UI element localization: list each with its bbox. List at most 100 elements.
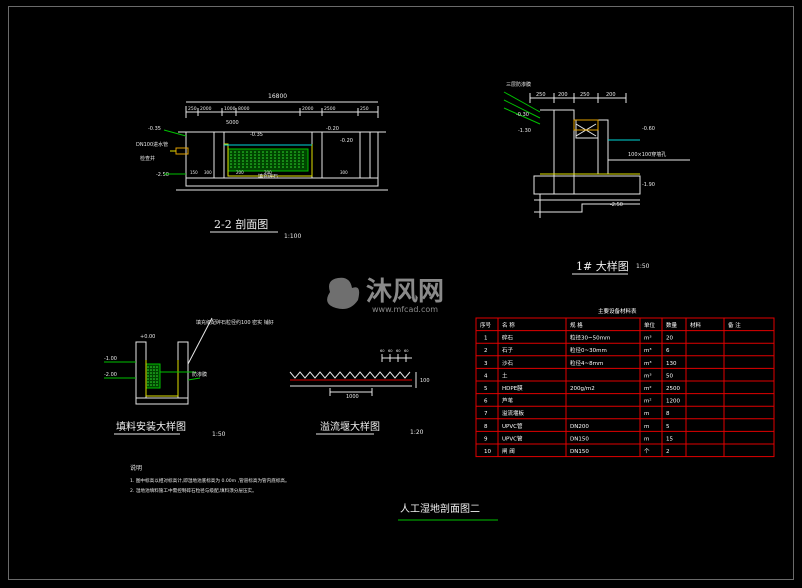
table-cell: 2 — [666, 449, 670, 455]
drawing-frame — [8, 6, 794, 580]
table-cell: UPVC管 — [502, 434, 523, 442]
table-caption: 主要设备材料表 — [598, 307, 637, 315]
section22-level-5: -2.50 — [156, 172, 169, 178]
section22-level-2: -0.35 — [250, 132, 263, 138]
table-cell: 8 — [666, 411, 670, 417]
table-header-7: 备 注 — [728, 321, 741, 329]
detail3-top-dim-1: 60 — [380, 349, 385, 353]
watermark-logo — [327, 277, 360, 309]
section22-bottom-dim-2: 300 — [204, 170, 212, 175]
detail2-side-label: 防渗膜 — [192, 371, 207, 378]
notes-heading: 说明 — [130, 464, 142, 472]
section22-dim-1: 250 — [188, 106, 197, 112]
table-cell: 粒径4~8mm — [570, 359, 603, 367]
table-cell: m³ — [644, 360, 652, 367]
detail1-dim-1: 250 — [536, 92, 546, 98]
table-cell: 10 — [484, 449, 491, 455]
section22-bottom-dim-3: 200 — [236, 170, 244, 175]
section22-media-label: 填充碎石 — [258, 173, 278, 180]
detail3-right-dim: 100 — [420, 378, 430, 384]
main-title: 人工湿地剖面图二 — [400, 502, 480, 515]
detail3-title: 溢流堰大样图 — [320, 420, 380, 433]
detail2-title: 填料安装大样图 — [116, 420, 186, 433]
notes-line-1: 1. 图中标高以相对标高计,即湿地池底标高为 0.00m ,管道标高为管内底标高… — [130, 477, 290, 484]
section22-dim-5: 2000 — [302, 106, 314, 112]
table-cell: DN200 — [570, 424, 589, 430]
table-cell: 闸 阀 — [502, 447, 515, 455]
watermark-text-en: www.mfcad.com — [372, 305, 438, 314]
section22-scale: 1:100 — [284, 233, 301, 240]
detail1-title: 1# 大样图 — [576, 259, 629, 273]
table-cell: 4 — [484, 373, 488, 379]
table-header-5: 数量 — [666, 321, 678, 329]
section22-total-dim: 16800 — [268, 93, 287, 100]
section22-inlet-label: DN100进水管 — [136, 141, 168, 148]
table-cell: m³ — [644, 347, 652, 354]
table-cell: 200g/m2 — [570, 386, 595, 392]
table-cell: m² — [644, 385, 652, 392]
detail1-level-1: -0.30 — [516, 112, 529, 118]
detail-2: 填充级配碎石粒径约100 密实 铺好 +0.00 -1.00 -2.00 防渗膜… — [104, 317, 274, 438]
table-cell: 石子 — [502, 347, 514, 354]
table-cell: 2 — [484, 348, 488, 354]
table-header-1: 序号 — [480, 321, 492, 329]
table-header-4: 单位 — [644, 321, 656, 329]
section22-bottom-dim-4: 200 — [264, 170, 272, 175]
section22-inner-dim: 5000 — [226, 120, 239, 126]
detail1-pipe-label: 100×100穿墙孔 — [628, 151, 666, 158]
detail2-level-2: -1.00 — [104, 356, 117, 362]
table-cell: 粒径0~30mm — [570, 346, 607, 354]
table-cell: 2500 — [666, 386, 680, 392]
table-cell: 8 — [484, 424, 488, 430]
table-cell: 6 — [484, 399, 488, 405]
detail2-scale: 1:50 — [212, 431, 226, 438]
detail3-top-dim-3: 60 — [396, 349, 401, 353]
table-cell: m³ — [644, 372, 652, 379]
section22-level-1: -0.35 — [148, 126, 161, 132]
weir-profile — [289, 371, 411, 379]
section22-title: 2-2 剖面图 — [214, 217, 268, 231]
detail1-note-top: 三层防渗膜 — [506, 81, 531, 88]
notes-line-2: 2. 湿地池填料施工中需控制碎石粒径与级配,填料须分层压实。 — [130, 487, 257, 494]
table-cell: 碎石 — [502, 334, 514, 342]
detail1-level-5: -2.50 — [610, 202, 623, 208]
detail2-callout: 填充级配碎石粒径约100 密实 铺好 — [196, 319, 274, 326]
table-cell: 粒径30~50mm — [570, 334, 610, 342]
detail2-level-3: -2.00 — [104, 372, 117, 378]
table-cell: DN150 — [570, 436, 589, 442]
table-cell: 3 — [484, 361, 488, 367]
table-cell: m — [644, 436, 649, 442]
section22-dim-3: 1000 — [224, 106, 236, 112]
section22-level-3: -0.20 — [326, 126, 339, 132]
table-cell: DN150 — [570, 449, 589, 455]
detail1-level-2: -1.30 — [518, 128, 531, 134]
table-header-3: 规 格 — [570, 321, 583, 329]
detail1-dim-3: 250 — [580, 92, 590, 98]
section22-box-label: 检查井 — [140, 155, 155, 162]
section22-bottom-dim-5: 300 — [340, 170, 348, 175]
table-cell: 1 — [484, 336, 488, 342]
table-cell: m — [644, 424, 649, 430]
detail1-scale: 1:50 — [636, 263, 650, 270]
watermark-text-cn: 沐风网 — [366, 277, 444, 307]
table-cell: 50 — [666, 373, 673, 379]
table-cell: 9 — [484, 436, 488, 442]
table-cell: m² — [644, 398, 652, 405]
table-cell: 个 — [644, 448, 650, 455]
detail1-dim-2: 200 — [558, 92, 568, 98]
detail1-level-4: -1.90 — [642, 182, 655, 188]
table-cell: 1200 — [666, 399, 680, 405]
table-cell: 溢流堰板 — [502, 409, 525, 417]
detail2-level-1: +0.00 — [140, 334, 155, 340]
detail1-dim-4: 200 — [606, 92, 616, 98]
detail3-top-dim-4: 60 — [404, 349, 409, 353]
table-cell: HDPE膜 — [502, 384, 523, 392]
section22-dim-4: 8000 — [238, 106, 250, 112]
table-cell: 沙石 — [502, 360, 514, 367]
table-cell: m³ — [644, 335, 652, 342]
section22-dim-7: 250 — [360, 106, 369, 112]
detail1-level-3: -0.60 — [642, 126, 655, 132]
